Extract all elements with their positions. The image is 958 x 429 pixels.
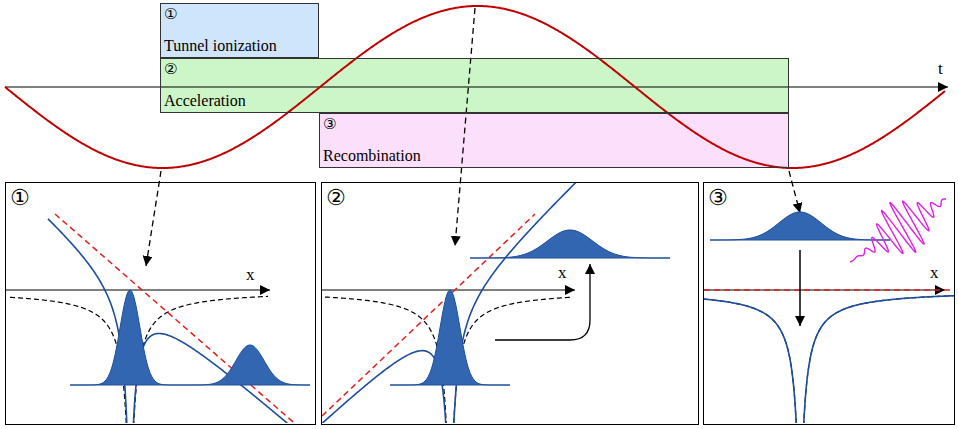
field-line xyxy=(55,214,300,423)
potential-panel: ① xyxy=(5,182,316,425)
trajectory-arrow xyxy=(495,264,590,340)
pointer-arrow xyxy=(146,171,161,266)
pointer-arrow xyxy=(455,8,475,246)
total-potential xyxy=(322,183,600,423)
phase-box: ① Tunnel ionization xyxy=(160,3,319,58)
total-potential xyxy=(48,219,314,423)
recombination-arrow xyxy=(799,250,801,326)
pointer-arrow xyxy=(789,171,800,213)
total-potential xyxy=(704,296,954,423)
attosecond-pulse xyxy=(850,199,946,262)
panel-drawing xyxy=(6,214,314,423)
box-fill xyxy=(319,113,789,168)
box-fill xyxy=(160,3,319,58)
phase-box: ② Acceleration xyxy=(160,58,789,113)
field-line xyxy=(322,214,535,416)
laser-field-wave xyxy=(5,6,945,168)
panel-drawing xyxy=(322,183,670,423)
axis-label: t xyxy=(938,60,943,78)
phase-name: Acceleration xyxy=(164,91,246,110)
phase-box: ③ Recombination xyxy=(319,113,789,168)
wave-packet xyxy=(470,230,670,258)
coulomb-potential xyxy=(704,296,954,423)
callout-number: ① xyxy=(164,5,177,23)
wave-packet xyxy=(390,290,510,385)
x-axis xyxy=(6,290,270,291)
potential-panel: ② xyxy=(321,182,699,425)
wave-packet xyxy=(710,212,890,240)
axis-label: x xyxy=(558,264,567,282)
axis-label: x xyxy=(930,264,939,282)
phase-name: Recombination xyxy=(323,146,421,165)
box-fill xyxy=(160,58,789,113)
panel-drawing xyxy=(704,199,954,423)
wave-packet xyxy=(190,345,310,385)
callout-number: ① xyxy=(10,185,30,211)
wave-packet xyxy=(70,290,190,385)
phase-name: Tunnel ionization xyxy=(164,36,277,55)
callout-number: ② xyxy=(326,185,346,211)
callout-number: ③ xyxy=(708,185,728,211)
callout-number: ② xyxy=(164,60,177,78)
field-line xyxy=(704,289,954,291)
potential-panel: ③ xyxy=(703,182,955,425)
callout-number: ③ xyxy=(323,115,336,133)
axis-label: x xyxy=(246,266,255,284)
time-axis xyxy=(5,86,948,87)
